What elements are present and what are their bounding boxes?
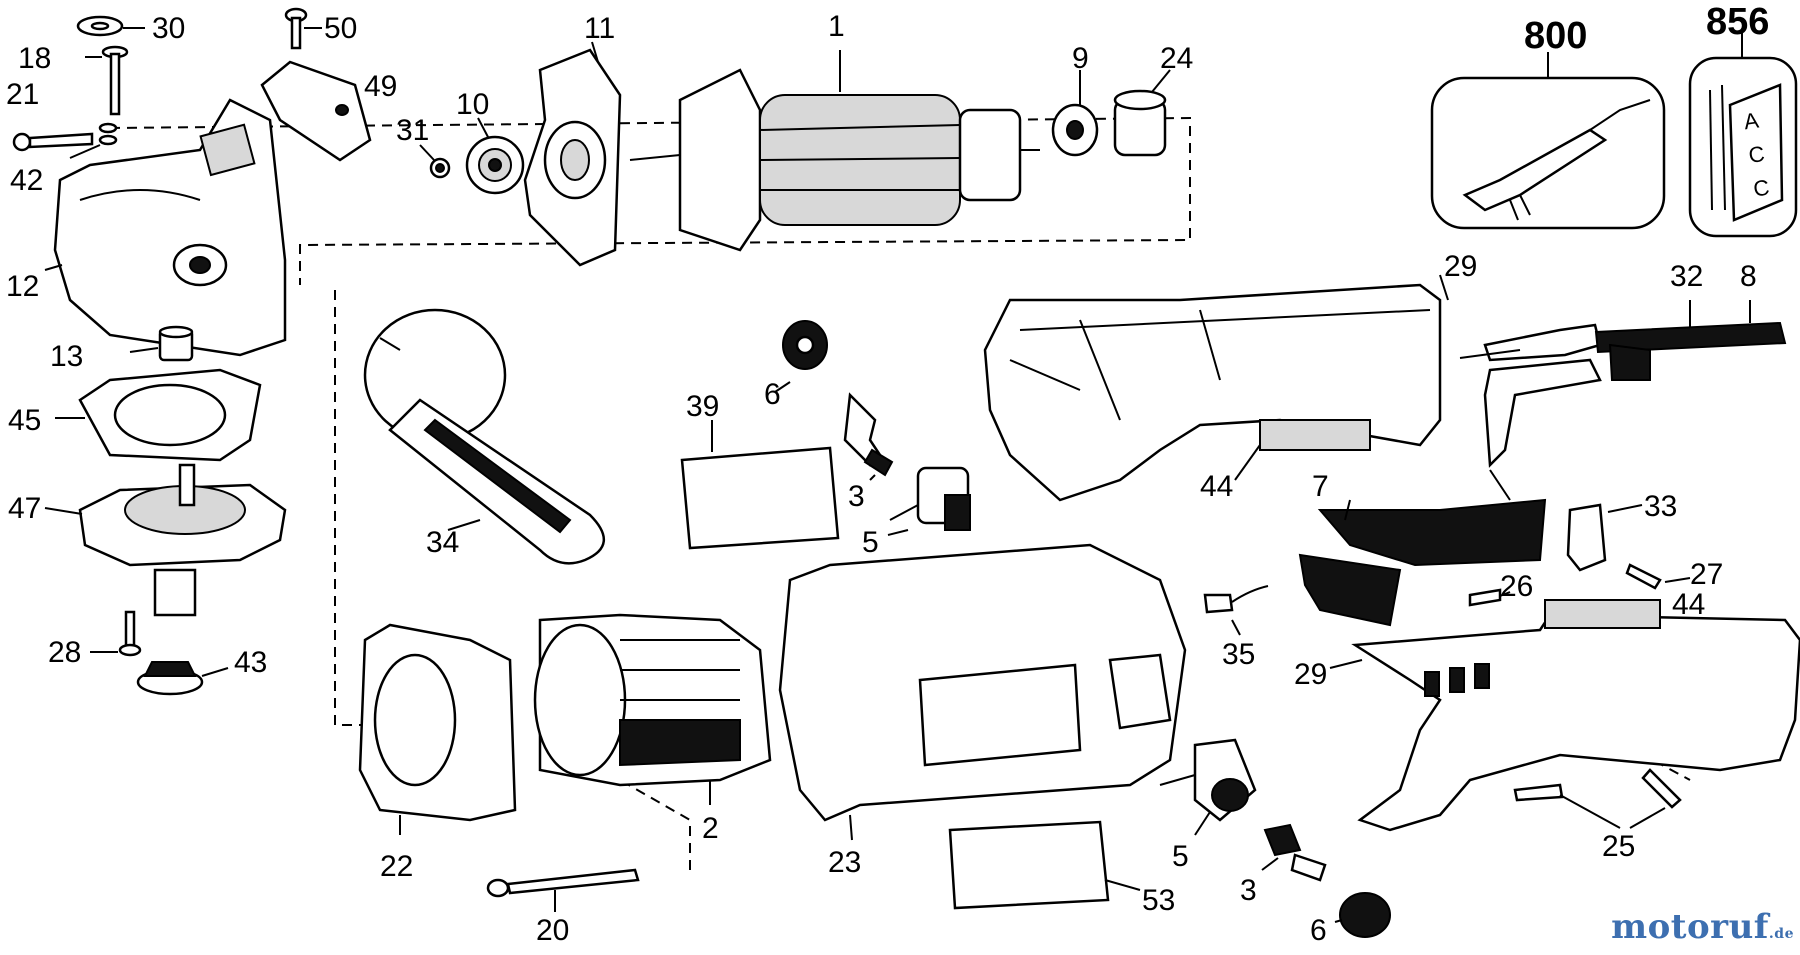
callout-18: 18 [18, 42, 51, 75]
assembly-line-bottom [619, 779, 691, 870]
callout-3-lower: 3 [1240, 874, 1257, 907]
callout-12: 12 [6, 270, 39, 303]
part-washer-42 [69, 122, 118, 159]
callout-21: 21 [6, 78, 39, 111]
part-side-handle-34 [363, 308, 606, 565]
part-brush-cap-6-upper [774, 320, 828, 393]
callout-6-lower: 6 [1310, 914, 1327, 947]
part-baffle-plate-11 [523, 41, 622, 267]
callout-29-upper: 29 [1444, 250, 1477, 283]
callout-31: 31 [396, 114, 429, 147]
part-screws-25 [1513, 768, 1682, 829]
part-label-39 [680, 420, 840, 550]
callout-53: 53 [1142, 884, 1175, 917]
part-armature-1 [629, 50, 1040, 252]
callout-9: 9 [1072, 42, 1089, 75]
callout-6-upper: 6 [764, 378, 781, 411]
callout-42: 42 [10, 164, 43, 197]
part-screw-20 [486, 868, 640, 912]
watermark-logo: motoruf.de [1611, 907, 1794, 947]
callout-20: 20 [536, 914, 569, 947]
part-guard-49 [260, 60, 372, 162]
callout-3-upper: 3 [848, 480, 865, 513]
callout-22: 22 [380, 850, 413, 883]
callout-28: 28 [48, 636, 81, 669]
tag-letter-a: A [1742, 107, 1760, 134]
part-bearing-9 [1051, 70, 1099, 157]
part-label-53 [948, 820, 1141, 910]
part-clip-33 [1566, 503, 1643, 572]
watermark-brand: motoruf [1611, 907, 1769, 947]
callout-33: 33 [1644, 490, 1677, 523]
callout-49: 49 [364, 70, 397, 103]
part-handle-half-29-upper [983, 274, 1449, 502]
part-cord-32 [1459, 300, 1787, 362]
part-gear-plate-47 [44, 463, 287, 617]
part-brush-holder-5-lower [1159, 738, 1257, 836]
callout-44-upper: 44 [1200, 470, 1233, 503]
part-nut-13 [129, 325, 194, 362]
kit-label-856: 856 [1706, 1, 1769, 43]
part-brush-3-upper [843, 392, 894, 481]
part-screw-50 [284, 7, 322, 50]
part-bearing-cup-24 [1113, 69, 1171, 157]
tag-letter-c1: C [1747, 141, 1766, 168]
callout-45: 45 [8, 404, 41, 437]
callout-47: 47 [8, 492, 41, 525]
callout-30: 30 [152, 12, 185, 45]
part-field-coil-2 [533, 613, 772, 805]
callout-23: 23 [828, 846, 861, 879]
callout-50: 50 [324, 12, 357, 45]
part-gasket-45 [55, 368, 262, 462]
part-brush-3-lower [1261, 823, 1327, 882]
part-bolt-18 [85, 45, 129, 116]
callout-32: 32 [1670, 260, 1703, 293]
callout-43: 43 [234, 646, 267, 679]
kit-label-800: 800 [1524, 15, 1587, 57]
callout-35: 35 [1222, 638, 1255, 671]
part-nut-31 [419, 144, 451, 179]
callout-5-upper: 5 [862, 526, 879, 559]
callout-11: 11 [584, 12, 615, 45]
callout-27: 27 [1690, 558, 1723, 591]
part-screw-26 [1468, 588, 1511, 607]
kit-800-bubble [1430, 52, 1666, 230]
part-screw-27 [1625, 563, 1691, 590]
callout-39: 39 [686, 390, 719, 423]
part-strip-44 [1234, 444, 1261, 481]
watermark-tld: .de [1768, 926, 1794, 942]
part-screw-21 [12, 132, 94, 152]
callout-13: 13 [50, 340, 83, 373]
callout-34: 34 [426, 526, 459, 559]
part-flange-nut-43 [136, 661, 229, 696]
tag-letter-c2: C [1752, 175, 1771, 202]
callout-44-lower: 44 [1672, 588, 1705, 621]
callout-2: 2 [702, 812, 719, 845]
part-bearing-10 [465, 117, 525, 195]
kit-856-bubble [1688, 30, 1798, 238]
callout-29-lower: 29 [1294, 658, 1327, 691]
part-washer-30 [76, 15, 145, 37]
part-motor-housing-23 [778, 543, 1187, 841]
callout-10: 10 [456, 88, 489, 121]
part-fan-baffle-22 [358, 623, 517, 835]
callout-8: 8 [1740, 260, 1757, 293]
part-handle-half-29-lower [1329, 599, 1800, 832]
part-brush-holder-5-upper [887, 466, 971, 536]
part-screw-28 [90, 610, 142, 657]
callout-5-lower: 5 [1172, 840, 1189, 873]
kit-856-tag-letters: A C C [1742, 107, 1771, 201]
part-terminal-35 [1203, 585, 1269, 636]
callout-7: 7 [1312, 470, 1329, 503]
callout-1: 1 [828, 10, 845, 43]
callout-26: 26 [1500, 570, 1533, 603]
part-gear-housing-12 [44, 98, 287, 357]
part-brush-cap-6-lower [1334, 892, 1391, 938]
callout-25: 25 [1602, 830, 1635, 863]
part-switch-7 [1298, 343, 1651, 627]
callout-24: 24 [1160, 42, 1193, 75]
